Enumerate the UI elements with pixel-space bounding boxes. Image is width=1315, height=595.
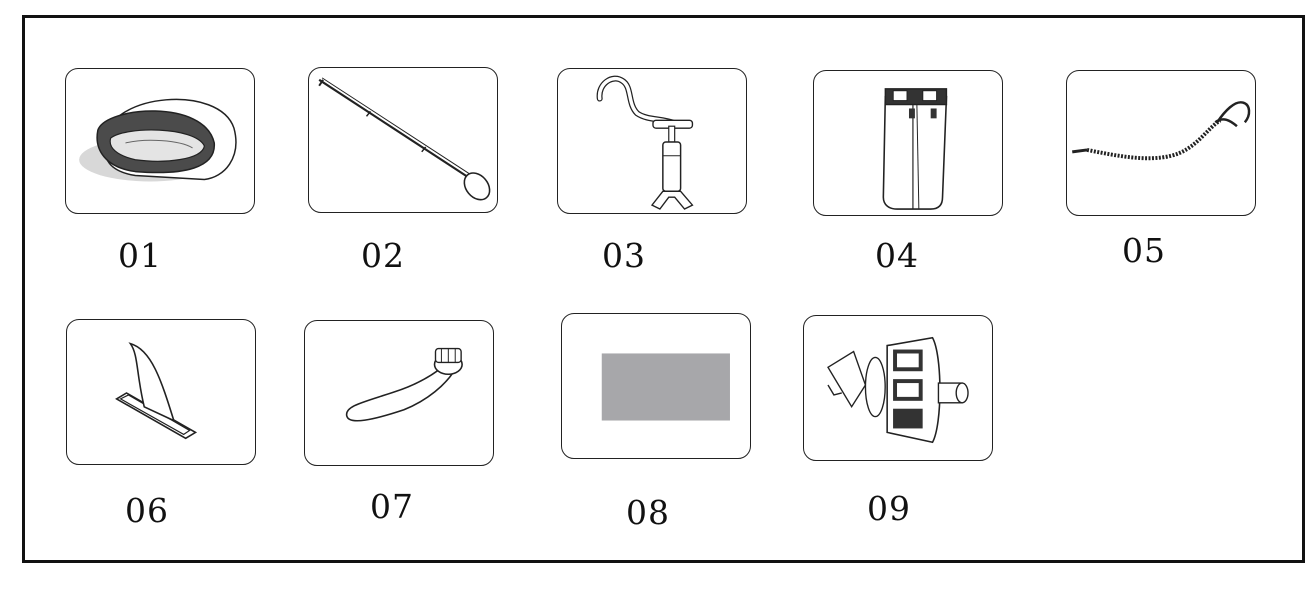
item-number: 03	[602, 236, 646, 275]
backpack-icon	[882, 88, 948, 210]
item-02-tile	[308, 67, 498, 213]
pump-adapter-icon	[827, 336, 969, 444]
valve-wrench-icon	[345, 347, 463, 422]
accessory-list-frame	[22, 15, 1305, 563]
item-number: 08	[626, 493, 670, 532]
item-number: 05	[1122, 231, 1166, 270]
item-number: 01	[118, 236, 162, 275]
fin-icon	[115, 342, 198, 440]
item-07-tile	[304, 320, 494, 466]
item-08-tile	[561, 313, 751, 459]
repair-patch-icon	[601, 353, 730, 421]
coiled-leash-icon	[1072, 101, 1251, 161]
board-bag-icon	[79, 98, 237, 182]
hand-pump-icon	[596, 75, 694, 210]
item-number: 06	[125, 491, 169, 530]
item-09-tile	[803, 315, 993, 461]
item-number: 07	[370, 487, 414, 526]
item-06-tile	[66, 319, 256, 465]
item-number: 02	[361, 236, 405, 275]
item-number: 09	[867, 489, 911, 528]
item-03-tile	[557, 68, 747, 214]
paddle-icon	[318, 77, 491, 201]
item-05-tile	[1066, 70, 1256, 216]
item-number: 04	[875, 236, 919, 275]
item-01-tile	[65, 68, 255, 214]
item-04-tile	[813, 70, 1003, 216]
